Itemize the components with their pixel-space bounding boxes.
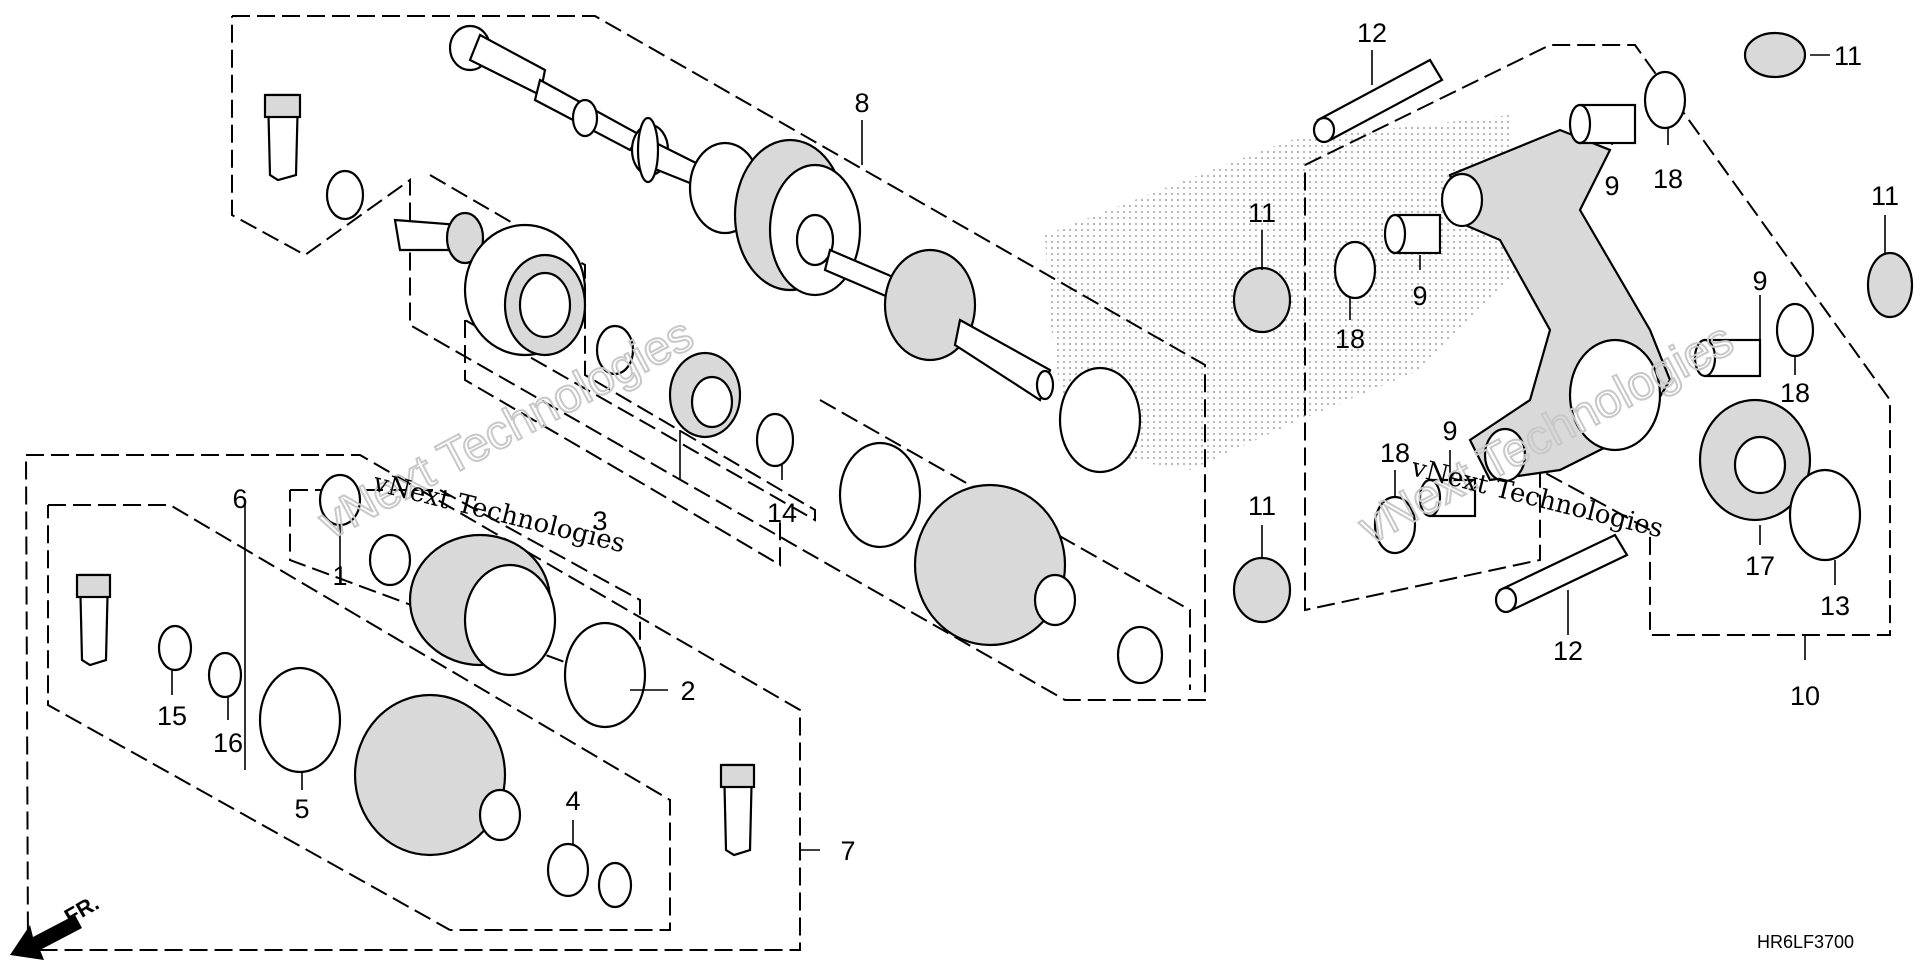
outline-outer-boot	[819, 399, 1191, 690]
callout-11-bottom: 11	[1248, 491, 1276, 521]
spacer-12-top	[1312, 58, 1444, 144]
outline-group-7	[25, 454, 801, 951]
band-large-right	[1058, 366, 1142, 474]
callout-12-top: 12	[1357, 18, 1387, 48]
outline-group-14	[464, 320, 781, 567]
cap-11-mid	[1232, 266, 1292, 334]
band-2	[563, 621, 647, 729]
outline-group-1	[289, 489, 641, 692]
spacer-12-bottom	[1494, 533, 1629, 614]
outline-group-6	[47, 504, 671, 931]
callout-4: 4	[565, 786, 580, 816]
driveshaft-assembly	[448, 24, 1055, 402]
boot-1	[368, 533, 557, 677]
inner-boot	[353, 693, 522, 857]
callout-8: 8	[854, 88, 869, 118]
grease-tube-bottom	[719, 763, 756, 857]
callout-18-mid: 18	[1335, 324, 1365, 354]
outline-group-10	[1304, 44, 1891, 636]
diagram-code: HR6LF3700	[1757, 932, 1854, 952]
callout-11-right: 11	[1871, 181, 1899, 211]
cap-11-bottom	[1232, 556, 1292, 624]
band-4	[546, 842, 590, 898]
seal-18-top	[1643, 70, 1687, 130]
bush-9-mid	[1383, 213, 1442, 255]
callout-2: 2	[680, 676, 695, 706]
circlip-top	[325, 169, 365, 221]
callout-7: 7	[840, 836, 855, 866]
circlip-inner	[595, 324, 635, 376]
circlip-16	[207, 651, 243, 699]
bush-9-bottom	[1418, 478, 1477, 518]
cap-11-right	[1866, 251, 1914, 319]
band-small-right	[1116, 625, 1164, 685]
grease-tube-left	[75, 573, 112, 667]
callout-16: 16	[213, 728, 243, 758]
group-outlines	[25, 15, 1891, 951]
callout-15: 15	[157, 701, 187, 731]
callout-5: 5	[294, 794, 309, 824]
outer-boot	[913, 483, 1077, 647]
bearing-17	[1698, 398, 1812, 522]
callout-9-right: 9	[1752, 266, 1767, 296]
swingarm	[1440, 128, 1672, 483]
band-middle	[838, 441, 922, 549]
circlip-13	[1788, 468, 1862, 562]
bush-9-right	[1693, 338, 1762, 378]
callouts: 8 1 3 14 6 2 5 15 16 4 7 12 12 11 11 11 …	[157, 18, 1899, 866]
callout-10: 10	[1790, 681, 1820, 711]
leader-lines	[171, 50, 1886, 851]
callout-1: 1	[332, 561, 347, 591]
circlip-15	[157, 624, 193, 672]
seal-18-mid	[1333, 240, 1377, 300]
bush-9-top	[1568, 103, 1637, 145]
inner-joint-housing	[393, 211, 587, 357]
callout-11-top: 11	[1834, 41, 1862, 71]
callout-18-top: 18	[1653, 164, 1683, 194]
callout-6: 6	[232, 484, 247, 514]
seal-18-right	[1775, 302, 1815, 358]
callout-12-bottom: 12	[1553, 636, 1583, 666]
circlip-14	[755, 412, 795, 468]
callout-3: 3	[592, 506, 607, 536]
callout-14: 14	[767, 498, 797, 528]
outline-group-8	[231, 15, 1206, 701]
callout-9-top: 9	[1604, 171, 1619, 201]
callout-11-mid: 11	[1248, 198, 1276, 228]
outline-inner-joint	[429, 174, 816, 522]
callout-9-mid: 9	[1412, 281, 1427, 311]
callout-9-bottom: 9	[1442, 416, 1457, 446]
cap-11-top	[1743, 31, 1807, 79]
callout-17: 17	[1745, 551, 1775, 581]
callout-18-bottom: 18	[1380, 438, 1410, 468]
ball-cage	[668, 351, 742, 439]
band-5	[258, 666, 342, 774]
callout-18-right: 18	[1780, 378, 1810, 408]
callout-13: 13	[1820, 591, 1850, 621]
grease-tube-top	[263, 93, 302, 182]
circlip-bottom	[597, 861, 633, 909]
